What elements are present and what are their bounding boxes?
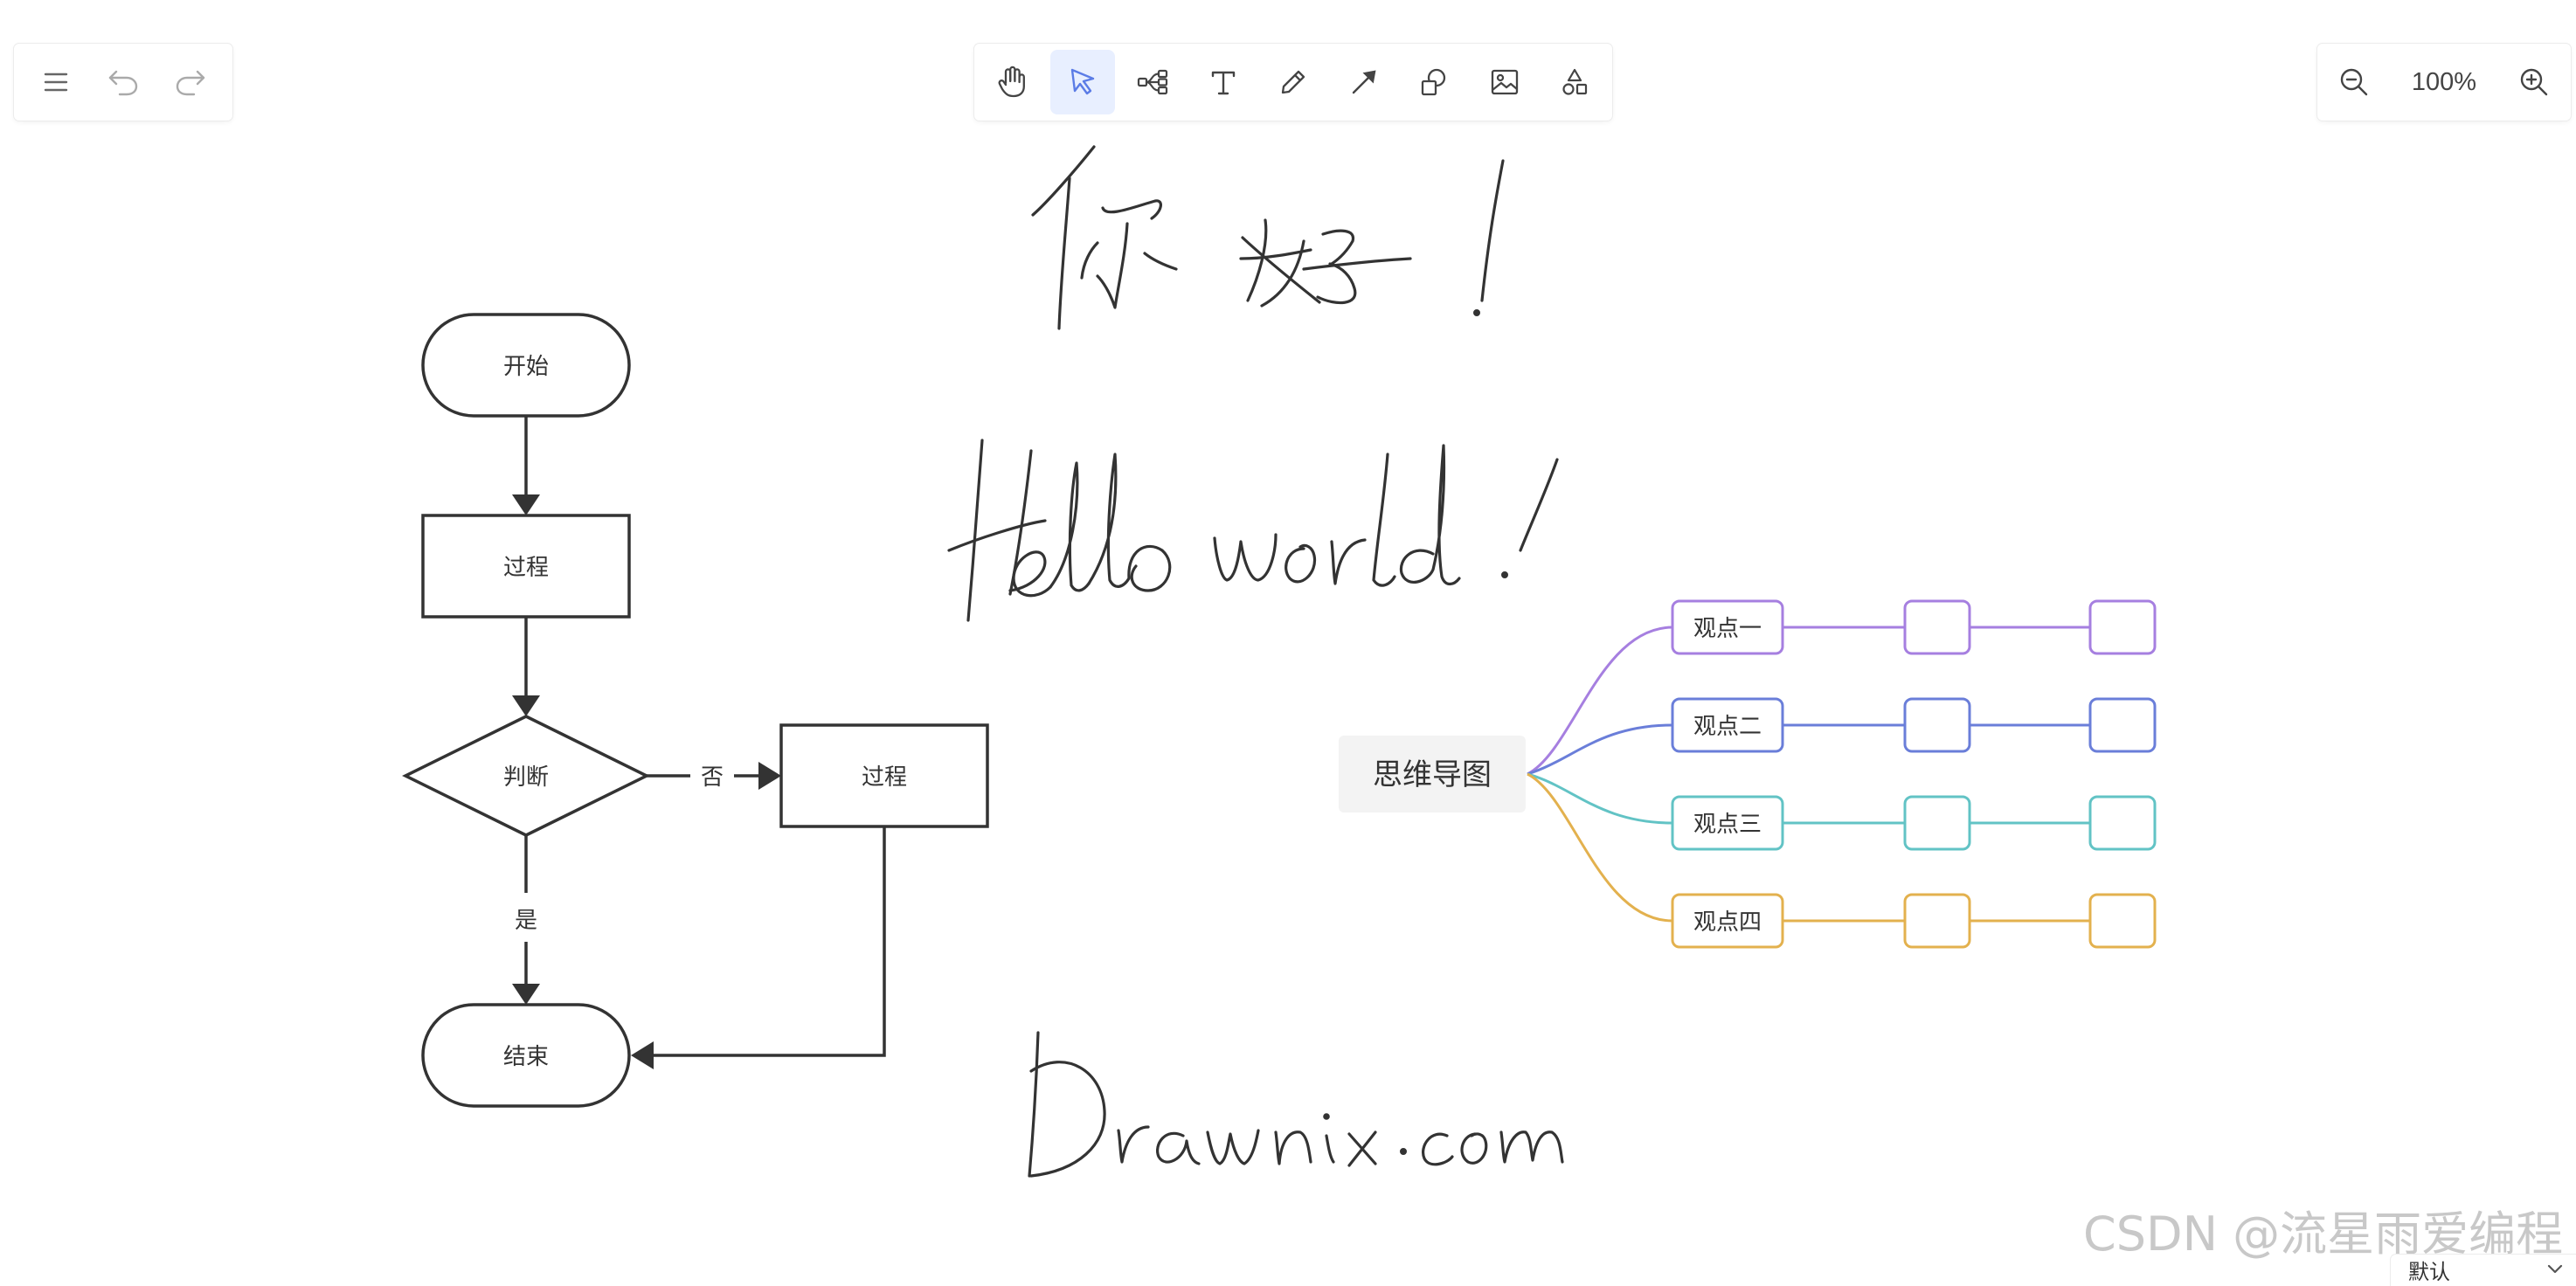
branch-grandchild-node[interactable]: [2088, 599, 2157, 655]
process-2-label: 过程: [862, 764, 907, 791]
image-icon: [1491, 69, 1518, 95]
theme-select[interactable]: 默认: [2391, 1255, 2576, 1286]
mind-map-root-label: 思维导图: [1373, 757, 1492, 792]
theme-select-value: 默认: [2408, 1260, 2450, 1284]
start-label: 开始: [503, 354, 549, 380]
branch-label-4: 观点四: [1693, 909, 1762, 936]
handwriting-hello-world[interactable]: [947, 439, 1559, 622]
no-label: 否: [701, 764, 724, 791]
arrowhead-icon: [631, 1041, 654, 1069]
zoom-level[interactable]: 100%: [2411, 67, 2477, 96]
decision-label: 判断: [503, 764, 549, 791]
branch-child-node[interactable]: [1903, 795, 1971, 851]
branch-child-node[interactable]: [1903, 697, 1971, 753]
zoom-out-icon: [2340, 68, 2368, 96]
handwriting-nihao[interactable]: [1031, 145, 1505, 330]
process-box-2[interactable]: [779, 723, 989, 828]
branch-node-4[interactable]: [1671, 893, 1784, 949]
cursor-arrow-icon: [1070, 68, 1094, 95]
zoom-out-button[interactable]: [2323, 50, 2386, 114]
branch-node-1[interactable]: [1671, 599, 1784, 655]
branch-curve-1: [1527, 626, 1673, 776]
tool-hand[interactable]: [980, 50, 1044, 114]
branch-node-2[interactable]: [1671, 697, 1784, 753]
tool-shape[interactable]: [1402, 50, 1466, 114]
zoom-in-icon: [2520, 68, 2548, 96]
undo-button[interactable]: [93, 50, 153, 114]
watermark: CSDN @流星雨爱编程: [2083, 1206, 2564, 1262]
tool-arrow[interactable]: [1332, 50, 1396, 114]
branch-label-3: 观点三: [1693, 812, 1762, 838]
mind-map-root[interactable]: [1339, 736, 1526, 812]
arrow-line-icon: [1352, 70, 1375, 94]
extra-shapes-icon: [1562, 68, 1588, 95]
undo-icon: [108, 70, 138, 96]
tool-pen[interactable]: [1261, 50, 1326, 114]
redo-icon: [176, 70, 205, 96]
branch-grandchild-node[interactable]: [2088, 697, 2157, 753]
mind-map[interactable]: 思维导图 观点一 观点二 观点三 观点四: [1339, 599, 2157, 949]
shape-icon: [1421, 68, 1446, 96]
branch-child-node[interactable]: [1903, 599, 1971, 655]
mind-map-icon: [1137, 69, 1168, 95]
branch-curve-3: [1527, 772, 1673, 825]
zoom-in-button[interactable]: [2503, 50, 2566, 114]
handwriting-drawnix[interactable]: [1028, 1031, 1564, 1178]
branch-label-2: 观点二: [1693, 714, 1762, 740]
tool-image[interactable]: [1472, 50, 1537, 114]
branch-curve-2: [1527, 723, 1673, 776]
arrowhead-icon: [758, 762, 781, 790]
zoom-toolbar: 100%: [2317, 44, 2571, 121]
pen-icon: [1281, 70, 1305, 94]
process-box-1[interactable]: [421, 514, 631, 619]
tool-text[interactable]: [1191, 50, 1256, 114]
arrowhead-icon: [512, 695, 540, 716]
menu-button[interactable]: [26, 50, 86, 114]
arrowhead-icon: [512, 494, 540, 515]
process-1-label: 过程: [503, 555, 549, 581]
tool-extra[interactable]: [1542, 50, 1607, 114]
branch-child-node[interactable]: [1903, 893, 1971, 949]
branch-label-1: 观点一: [1693, 616, 1762, 642]
end-label: 结束: [503, 1044, 549, 1070]
branch-node-3[interactable]: [1671, 795, 1784, 851]
hamburger-menu-icon: [44, 73, 68, 92]
hand-icon: [998, 66, 1025, 98]
text-icon: [1211, 71, 1235, 95]
chevron-down-icon: [2547, 1264, 2563, 1274]
branch-curve-4: [1527, 772, 1673, 923]
yes-label: 是: [515, 908, 537, 934]
connector-process-to-end[interactable]: [652, 826, 886, 1057]
main-toolbar: [974, 44, 1612, 121]
end-terminal[interactable]: [421, 1003, 631, 1108]
flowchart[interactable]: [402, 313, 989, 1108]
start-terminal[interactable]: [421, 313, 631, 418]
branch-grandchild-node[interactable]: [2088, 795, 2157, 851]
arrowhead-icon: [512, 984, 540, 1005]
app-toolbar: [14, 44, 232, 121]
branch-grandchild-node[interactable]: [2088, 893, 2157, 949]
decision-diamond[interactable]: [402, 715, 650, 837]
tool-selection[interactable]: [1049, 50, 1115, 114]
redo-button[interactable]: [161, 50, 220, 114]
tool-mind-map[interactable]: [1120, 50, 1185, 114]
